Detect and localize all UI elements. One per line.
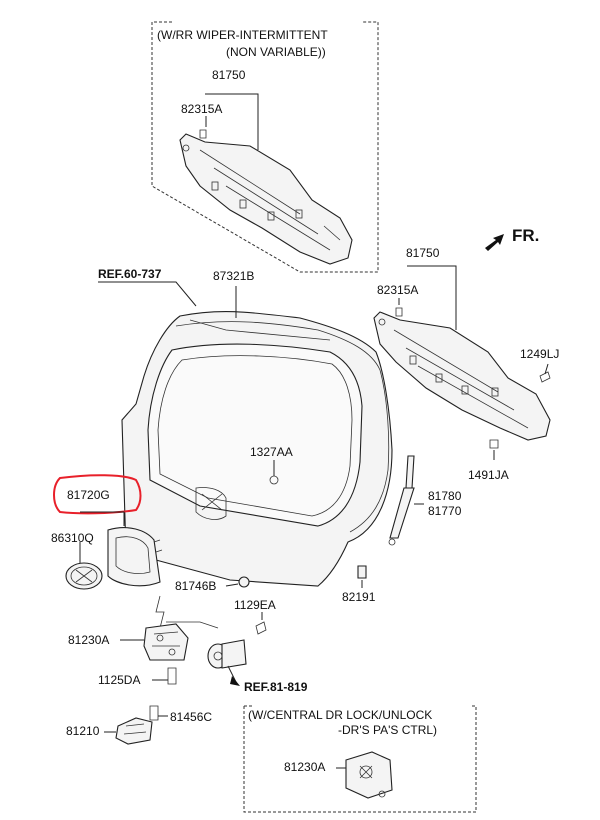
label-82191[interactable]: 82191: [342, 590, 376, 604]
central-lock-option-line1: (W/CENTRAL DR LOCK/UNLOCK: [248, 708, 432, 722]
wiper-option-line1: (W/RR WIPER-INTERMITTENT: [157, 28, 328, 42]
forward-direction-label: FR.: [512, 226, 539, 245]
screw-82315A-top: [199, 129, 207, 139]
label-1129EA[interactable]: 1129EA: [234, 598, 276, 612]
lock-actuator-illustration: [207, 639, 247, 669]
label-86310Q[interactable]: 86310Q: [51, 531, 94, 545]
label-1249LJ[interactable]: 1249LJ: [520, 347, 559, 361]
tailgate-panel-illustration: [121, 310, 393, 587]
bolt-81456C: 81456C: [149, 705, 212, 724]
ref-81-819-callout: REF.81-819: [227, 665, 308, 694]
stopper-82191: 82191: [342, 565, 376, 604]
bolt-1125DA: 1125DA: [98, 667, 177, 687]
label-87321B[interactable]: 87321B: [213, 269, 254, 283]
forward-arrow-icon: [485, 234, 504, 251]
ref-60-737-callout: REF.60-737: [98, 267, 197, 307]
label-81750-top[interactable]: 81750: [212, 68, 246, 82]
label-81780[interactable]: 81780: [428, 489, 462, 503]
screw-1129EA: 1129EA: [234, 598, 276, 635]
label-81720G[interactable]: 81720G: [67, 488, 110, 502]
emblem-86310Q-illustration: 86310Q: [51, 531, 103, 590]
label-81210[interactable]: 81210: [66, 724, 100, 738]
trim-cover-right-group: 81750 82315A 1249LJ 1491JA: [373, 246, 559, 482]
handle-garnish-illustration: [107, 527, 163, 587]
trim-cover-top-illustration: [179, 133, 353, 265]
ref-60-737-label[interactable]: REF.60-737: [98, 267, 162, 281]
gas-lifter-81780-illustration: 81780 81770: [388, 455, 462, 546]
central-lock-option-box: (W/CENTRAL DR LOCK/UNLOCK -DR'S PA'S CTR…: [243, 705, 477, 813]
ref-81-819-label[interactable]: REF.81-819: [244, 680, 308, 694]
label-81456C[interactable]: 81456C: [170, 710, 212, 724]
bumper-81746B: 81746B: [175, 576, 250, 593]
label-81230A[interactable]: 81230A: [68, 633, 109, 647]
label-82315A-top[interactable]: 82315A: [181, 102, 222, 116]
release-switch-81210-illustration: 81210: [66, 717, 153, 745]
label-82315A-right[interactable]: 82315A: [377, 283, 418, 297]
label-1125DA[interactable]: 1125DA: [98, 673, 140, 687]
central-lock-option-line2: -DR'S PA'S CTRL): [338, 723, 437, 737]
label-1327AA[interactable]: 1327AA: [250, 445, 293, 459]
label-81750-right[interactable]: 81750: [406, 246, 440, 260]
label-81746B[interactable]: 81746B: [175, 579, 216, 593]
garnish-81720G-callout: 81720G: [53, 474, 142, 526]
wiper-option-box: (W/RR WIPER-INTERMITTENT (NON VARIABLE))…: [151, 21, 379, 273]
forward-direction-indicator: FR.: [485, 226, 539, 251]
label-81770[interactable]: 81770: [428, 504, 462, 518]
highlight-circle: [53, 474, 142, 515]
latch-actuator-box-illustration: [345, 751, 393, 799]
wiper-option-line2: (NON VARIABLE)): [226, 45, 326, 59]
ref-arrow-icon: [230, 676, 240, 686]
label-81230A-box[interactable]: 81230A: [284, 760, 325, 774]
latch-81230A-illustration: 81230A: [68, 595, 219, 661]
grommet-1327AA: 1327AA: [250, 445, 293, 485]
label-1491JA[interactable]: 1491JA: [468, 468, 509, 482]
